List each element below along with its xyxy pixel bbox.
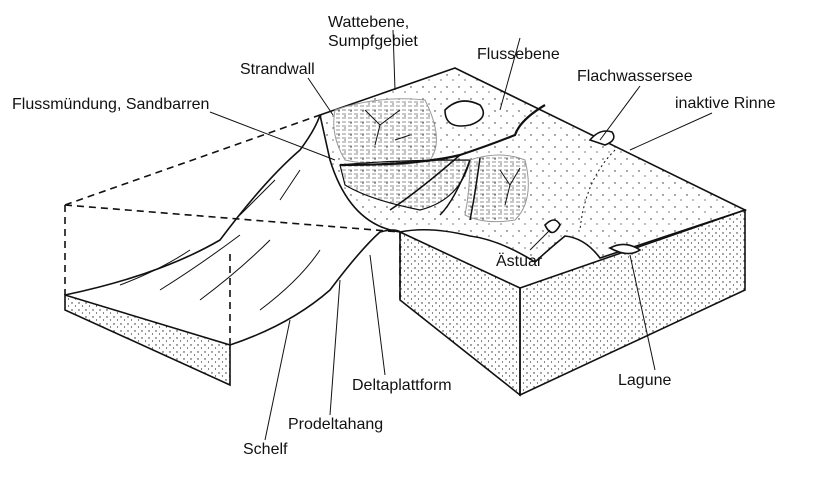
label-aestuar: Ästuar [496, 253, 543, 270]
label-strandwall: Strandwall [240, 61, 315, 78]
label-sumpfgebiet: Sumpfgebiet [328, 33, 418, 50]
leader-lines [209, 29, 713, 441]
label-wattebene: Wattebene, [328, 14, 410, 31]
label-flussebene: Flussebene [477, 46, 560, 63]
water-box [64, 114, 401, 345]
label-prodeltahang: Prodeltahang [288, 416, 384, 433]
label-inaktive-rinne: inaktive Rinne [675, 95, 776, 112]
label-schelf: Schelf [243, 441, 288, 458]
lake [444, 100, 485, 127]
lagoon [608, 243, 642, 255]
marsh-3 [464, 154, 529, 223]
marsh-1 [333, 98, 437, 166]
label-flachwassersee: Flachwassersee [577, 68, 693, 85]
label-deltaplattform: Deltaplattform [352, 377, 452, 394]
label-lagune: Lagune [618, 372, 672, 389]
land-side-face [519, 208, 746, 397]
slope-surface [64, 114, 321, 296]
marsh-2 [339, 159, 471, 211]
river-channel [339, 104, 546, 167]
shelf-front-face [64, 293, 231, 387]
label-flussmuendung: Flussmündung, Sandbarren [12, 96, 210, 113]
